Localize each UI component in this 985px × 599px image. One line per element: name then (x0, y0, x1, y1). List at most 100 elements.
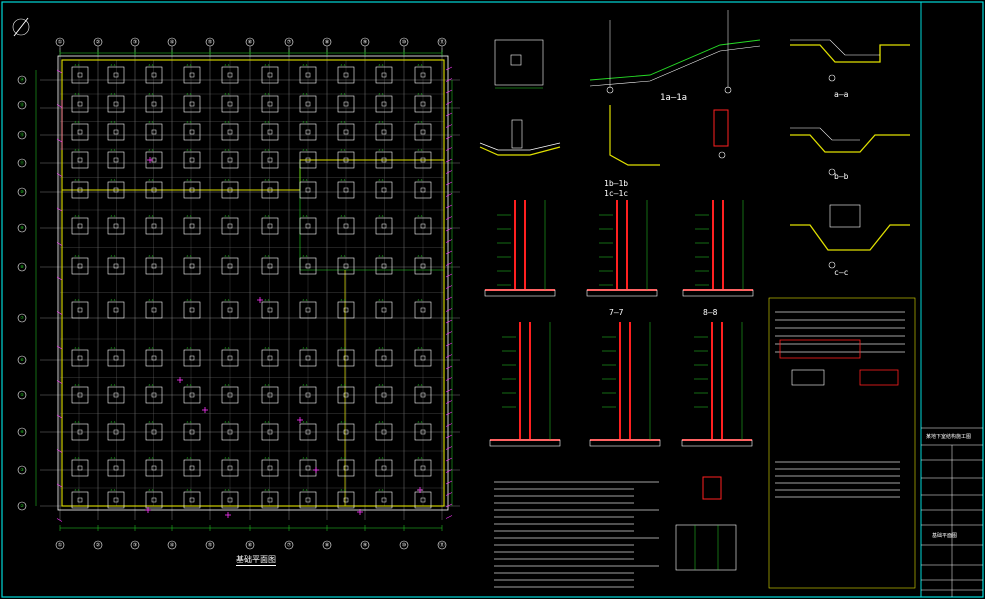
magenta-mark (445, 331, 453, 335)
column (151, 187, 157, 193)
pad-tag: J-1 (417, 92, 423, 96)
axis-label-top: ⑨ (363, 40, 368, 46)
legend-box (768, 297, 916, 589)
footing-pad (107, 181, 125, 199)
footing-pad (261, 423, 279, 441)
pad-tag: J-1 (224, 420, 230, 424)
footing-pad (107, 491, 125, 509)
section-label-1b: 1b—1b (604, 179, 629, 188)
pad-tag: J-1 (417, 120, 423, 124)
axis-bubble-bottom (245, 540, 255, 550)
column (113, 157, 119, 163)
footing-pad (337, 423, 355, 441)
footing-pad (145, 349, 163, 367)
column (227, 157, 233, 163)
axis-label-left: ④ (20, 429, 24, 434)
footing-pad (337, 257, 355, 275)
pad-tag: J-1 (148, 92, 154, 96)
footing-pad (107, 257, 125, 275)
column (381, 72, 387, 78)
section-bb-line (790, 127, 860, 141)
outer-wall-yellow (61, 59, 445, 507)
footing-pad (221, 95, 239, 113)
footing-pad (221, 151, 239, 169)
section-label-cc: c—c (834, 268, 849, 277)
axis-bubble-left (17, 390, 27, 400)
column (267, 429, 273, 435)
axis-bubble-bottom (399, 540, 409, 550)
magenta-mark (445, 457, 453, 462)
magenta-mark (445, 158, 453, 163)
pad-tag: J-1 (378, 420, 384, 424)
column (305, 223, 311, 229)
footing-pad (261, 66, 279, 84)
plan-caption: 基础平面图 (236, 555, 276, 566)
column (305, 187, 311, 193)
column (189, 307, 195, 313)
column (77, 187, 83, 193)
footing-pad (261, 301, 279, 319)
axis-label-top: ⑪ (439, 39, 444, 46)
axis-bubble-left (17, 223, 27, 233)
section-bb-bubble (828, 168, 836, 176)
pad-tag: J-1 (417, 456, 423, 460)
axis-bubble-bottom (322, 540, 332, 550)
axis-label-top: ③ (133, 40, 138, 46)
footing-pad (261, 151, 279, 169)
column (343, 465, 349, 471)
footing-pad (145, 423, 163, 441)
section-bb-slab (790, 134, 910, 153)
pad-tag: J-1 (110, 298, 116, 302)
footing-pad (337, 181, 355, 199)
magenta-mark (445, 101, 453, 105)
axis-label-bottom: ⑪ (439, 542, 444, 549)
footing-pad (183, 123, 201, 141)
footing-pad (107, 95, 125, 113)
column (189, 429, 195, 435)
magenta-mark (56, 449, 63, 453)
footing-pad (261, 257, 279, 275)
footing-pad (71, 301, 89, 319)
column (77, 72, 83, 78)
column (343, 129, 349, 135)
magenta-mark (56, 380, 63, 384)
magenta-mark (445, 216, 453, 220)
column (77, 129, 83, 135)
column (151, 101, 157, 107)
magenta-mark (445, 89, 453, 94)
footing-pad (299, 151, 317, 169)
section-cc-bubble (828, 261, 836, 269)
pad-tag: J-1 (110, 92, 116, 96)
pad-tag: J-1 (417, 298, 423, 302)
pad-tag: J-1 (110, 120, 116, 124)
footing-pad (71, 217, 89, 235)
column (343, 263, 349, 269)
section-aa-bubble (828, 74, 836, 82)
pad-tag: J-1 (378, 92, 384, 96)
pad-tag: J-1 (74, 63, 80, 67)
pad-tag: J-1 (378, 456, 384, 460)
column (113, 392, 119, 398)
column (189, 497, 195, 503)
axis-label-left: ③ (20, 467, 24, 472)
pad-tag: J-1 (74, 214, 80, 218)
column (305, 307, 311, 313)
column (77, 465, 83, 471)
column (267, 497, 273, 503)
column (343, 355, 349, 361)
magenta-mark (445, 400, 453, 404)
axis-label-bottom: ⑩ (402, 543, 407, 549)
footing-pad (414, 459, 432, 477)
footing-pad (414, 491, 432, 509)
column (305, 497, 311, 503)
column (113, 187, 119, 193)
footing-pad (71, 151, 89, 169)
column (189, 263, 195, 269)
column (305, 263, 311, 269)
bottom-detail-rebar (702, 476, 722, 500)
footing-pad (107, 386, 125, 404)
axis-label-left: ⑭ (20, 76, 24, 82)
magenta-mark (445, 319, 453, 324)
footing-pad (299, 123, 317, 141)
